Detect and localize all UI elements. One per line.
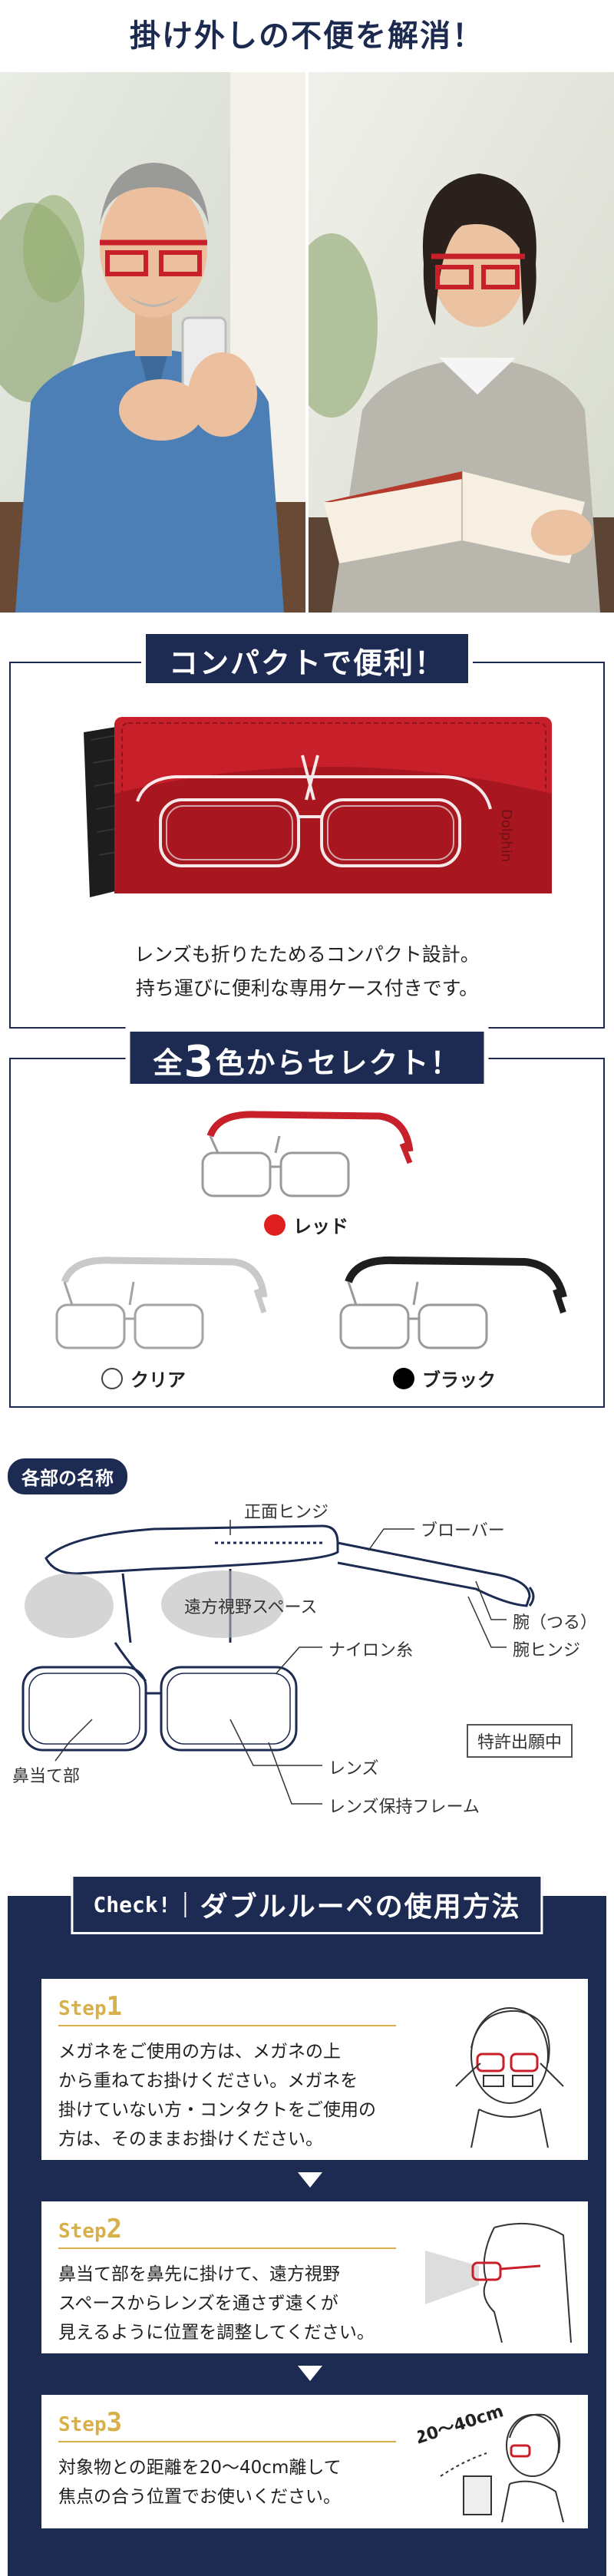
photo-man-smartphone — [0, 72, 305, 613]
caption-line: レンズも折りたためるコンパクト設計。 — [134, 943, 480, 966]
color-option-red[interactable]: レッド — [264, 1211, 348, 1238]
red-glasses — [195, 1105, 425, 1208]
label-nylon: ナイロン糸 — [328, 1641, 414, 1660]
step-1: Step1 メガネをご使用の方は、メガネの上 から重ねてお掛けください。メガネを… — [41, 1979, 588, 2160]
check-section: Step1 メガネをご使用の方は、メガネの上 から重ねてお掛けください。メガネを… — [8, 1896, 606, 2576]
red-swatch — [264, 1214, 286, 1236]
compact-section: Dolphin レンズも折りたためるコンパクト設計。 持ち運びに便利な専用ケース… — [9, 662, 605, 1029]
case-illustration: Dolphin — [84, 709, 560, 904]
patent-badge: 特許出願中 — [467, 1724, 573, 1758]
case-brand: Dolphin — [498, 809, 514, 862]
step-arrow — [298, 2366, 322, 2381]
label-lens: レンズ — [328, 1759, 379, 1778]
step-arrow — [298, 2172, 322, 2188]
step-3-text: 対象物との距離を20〜40cm離して 焦点の合う位置でお使いください。 — [58, 2458, 342, 2507]
clear-glasses — [49, 1251, 279, 1362]
label-nose-pad: 鼻当て部 — [12, 1767, 81, 1786]
step-1-illustration — [425, 1994, 579, 2151]
headline: 掛け外しの不便を解消！ — [130, 18, 484, 54]
label-brow-bar: ブローバー — [421, 1521, 505, 1541]
step-2-label: Step2 — [58, 2214, 123, 2244]
banner-prefix: 全 — [153, 1046, 184, 1080]
step-1-label: Step1 — [58, 1991, 123, 2022]
check-header: Check! ダブルルーペの使用方法 — [71, 1874, 543, 1934]
step-3: Step3 対象物との距離を20〜40cm離して 焦点の合う位置でお使いください… — [41, 2395, 588, 2528]
check-badge: Check! — [93, 1891, 187, 1917]
color-label-clear: クリア — [130, 1369, 186, 1391]
color-option-black[interactable]: ブラック — [393, 1365, 496, 1392]
color-option-clear[interactable]: クリア — [101, 1365, 186, 1392]
label-far-view: 遠方視野スペース — [184, 1598, 318, 1617]
step-divider — [58, 2025, 396, 2026]
distance-label: 20〜40cm — [418, 2407, 506, 2449]
banner-number: 3 — [183, 1037, 216, 1087]
colors-section: レッド クリア — [9, 1058, 605, 1408]
parts-diagram — [0, 1489, 614, 1830]
label-temple-hinge: 腕ヒンジ — [513, 1641, 581, 1660]
step-1-text: メガネをご使用の方は、メガネの上 から重ねてお掛けください。メガネを 掛けていな… — [58, 2042, 376, 2149]
compact-caption: レンズも折りたためるコンパクト設計。 持ち運びに便利な専用ケース付きです。 — [11, 938, 603, 1006]
step-3-label: Step3 — [58, 2407, 123, 2438]
check-title: ダブルルーペの使用方法 — [200, 1891, 521, 1923]
step-2-illustration — [425, 2212, 579, 2346]
label-front-hinge: 正面ヒンジ — [244, 1503, 329, 1522]
step-2-text: 鼻当て部を鼻先に掛けて、遠方視野 スペースからレンズを通さず遠くが 見えるように… — [58, 2264, 375, 2343]
step-2: Step2 鼻当て部を鼻先に掛けて、遠方視野 スペースからレンズを通さず遠くが … — [41, 2201, 588, 2353]
clear-swatch — [101, 1367, 123, 1389]
parts-tag: 各部の名称 — [8, 1458, 127, 1494]
step-divider — [58, 2247, 396, 2249]
colors-banner: 全3色からセレクト！ — [125, 1027, 489, 1088]
black-glasses — [333, 1251, 579, 1362]
color-label-black: ブラック — [422, 1369, 496, 1391]
caption-line: 持ち運びに便利な専用ケース付きです。 — [135, 977, 479, 999]
banner-suffix: 色からセレクト！ — [215, 1046, 461, 1080]
photo-woman-reading — [309, 72, 614, 613]
color-label-red: レッド — [293, 1216, 348, 1237]
compact-banner: コンパクトで便利！ — [140, 629, 474, 688]
black-swatch — [393, 1367, 414, 1389]
step-3-illustration: 20〜40cm — [413, 2402, 579, 2525]
step-divider — [58, 2441, 396, 2442]
label-lens-frame: レンズ保持フレーム — [328, 1798, 480, 1817]
label-temple: 腕（つる） — [513, 1613, 598, 1633]
